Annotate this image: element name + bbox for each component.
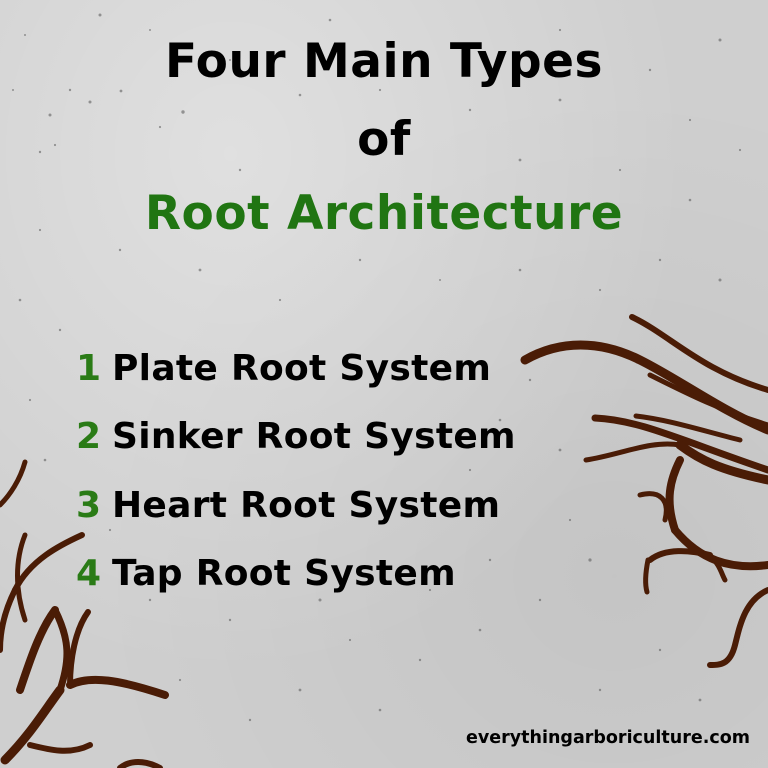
item-label: Tap Root System xyxy=(112,553,456,595)
root-types-list: 1 Plate Root System 2 Sinker Root System… xyxy=(76,334,516,608)
website-credit: everythingarboriculture.com xyxy=(465,728,750,748)
item-number: 1 xyxy=(76,347,102,389)
item-number: 2 xyxy=(76,416,102,458)
list-item: 1 Plate Root System xyxy=(76,334,516,403)
title-line-2: of xyxy=(357,112,411,167)
list-item: 3 Heart Root System xyxy=(76,471,516,540)
item-label: Heart Root System xyxy=(112,484,501,526)
item-number: 4 xyxy=(76,553,102,595)
item-number: 3 xyxy=(76,484,102,526)
list-item: 4 Tap Root System xyxy=(76,540,516,609)
item-label: Plate Root System xyxy=(112,347,492,389)
list-item: 2 Sinker Root System xyxy=(76,403,516,472)
item-label: Sinker Root System xyxy=(112,416,516,458)
title-line-3-highlight: Root Architecture xyxy=(144,186,624,241)
title-line-1: Four Main Types xyxy=(164,34,604,89)
